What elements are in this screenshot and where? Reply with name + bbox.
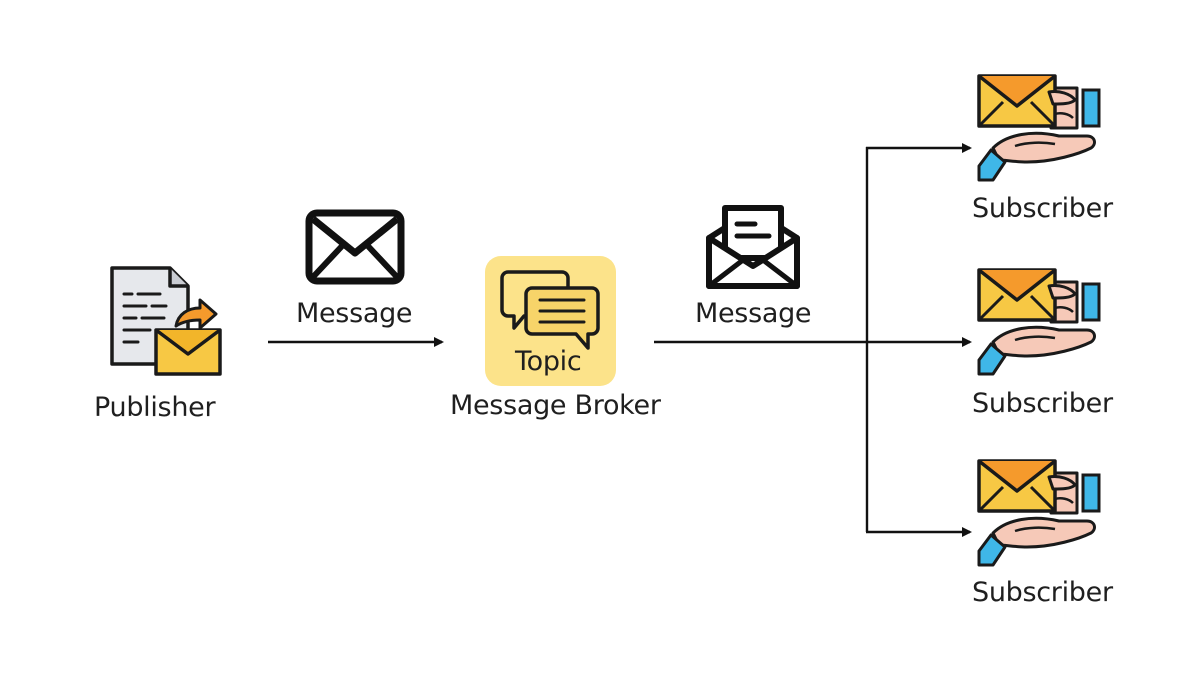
chat-bubbles-icon <box>500 270 600 350</box>
subscriber-label: Subscriber <box>972 193 1113 224</box>
receive-mail-hands-icon <box>977 268 1101 376</box>
document-send-icon <box>110 266 222 376</box>
subscriber-label: Subscriber <box>972 577 1113 608</box>
publisher-label: Publisher <box>94 392 216 423</box>
subscriber-label: Subscriber <box>972 388 1113 419</box>
message-label-inbound: Message <box>296 298 413 329</box>
receive-mail-hands-icon <box>977 74 1101 182</box>
topic-label: Topic <box>515 346 582 377</box>
receive-mail-hands-icon <box>977 459 1101 567</box>
message-broker-label: Message Broker <box>450 390 661 421</box>
envelope-icon <box>305 209 405 285</box>
message-label-outbound: Message <box>695 298 812 329</box>
open-envelope-letter-icon <box>706 205 800 289</box>
